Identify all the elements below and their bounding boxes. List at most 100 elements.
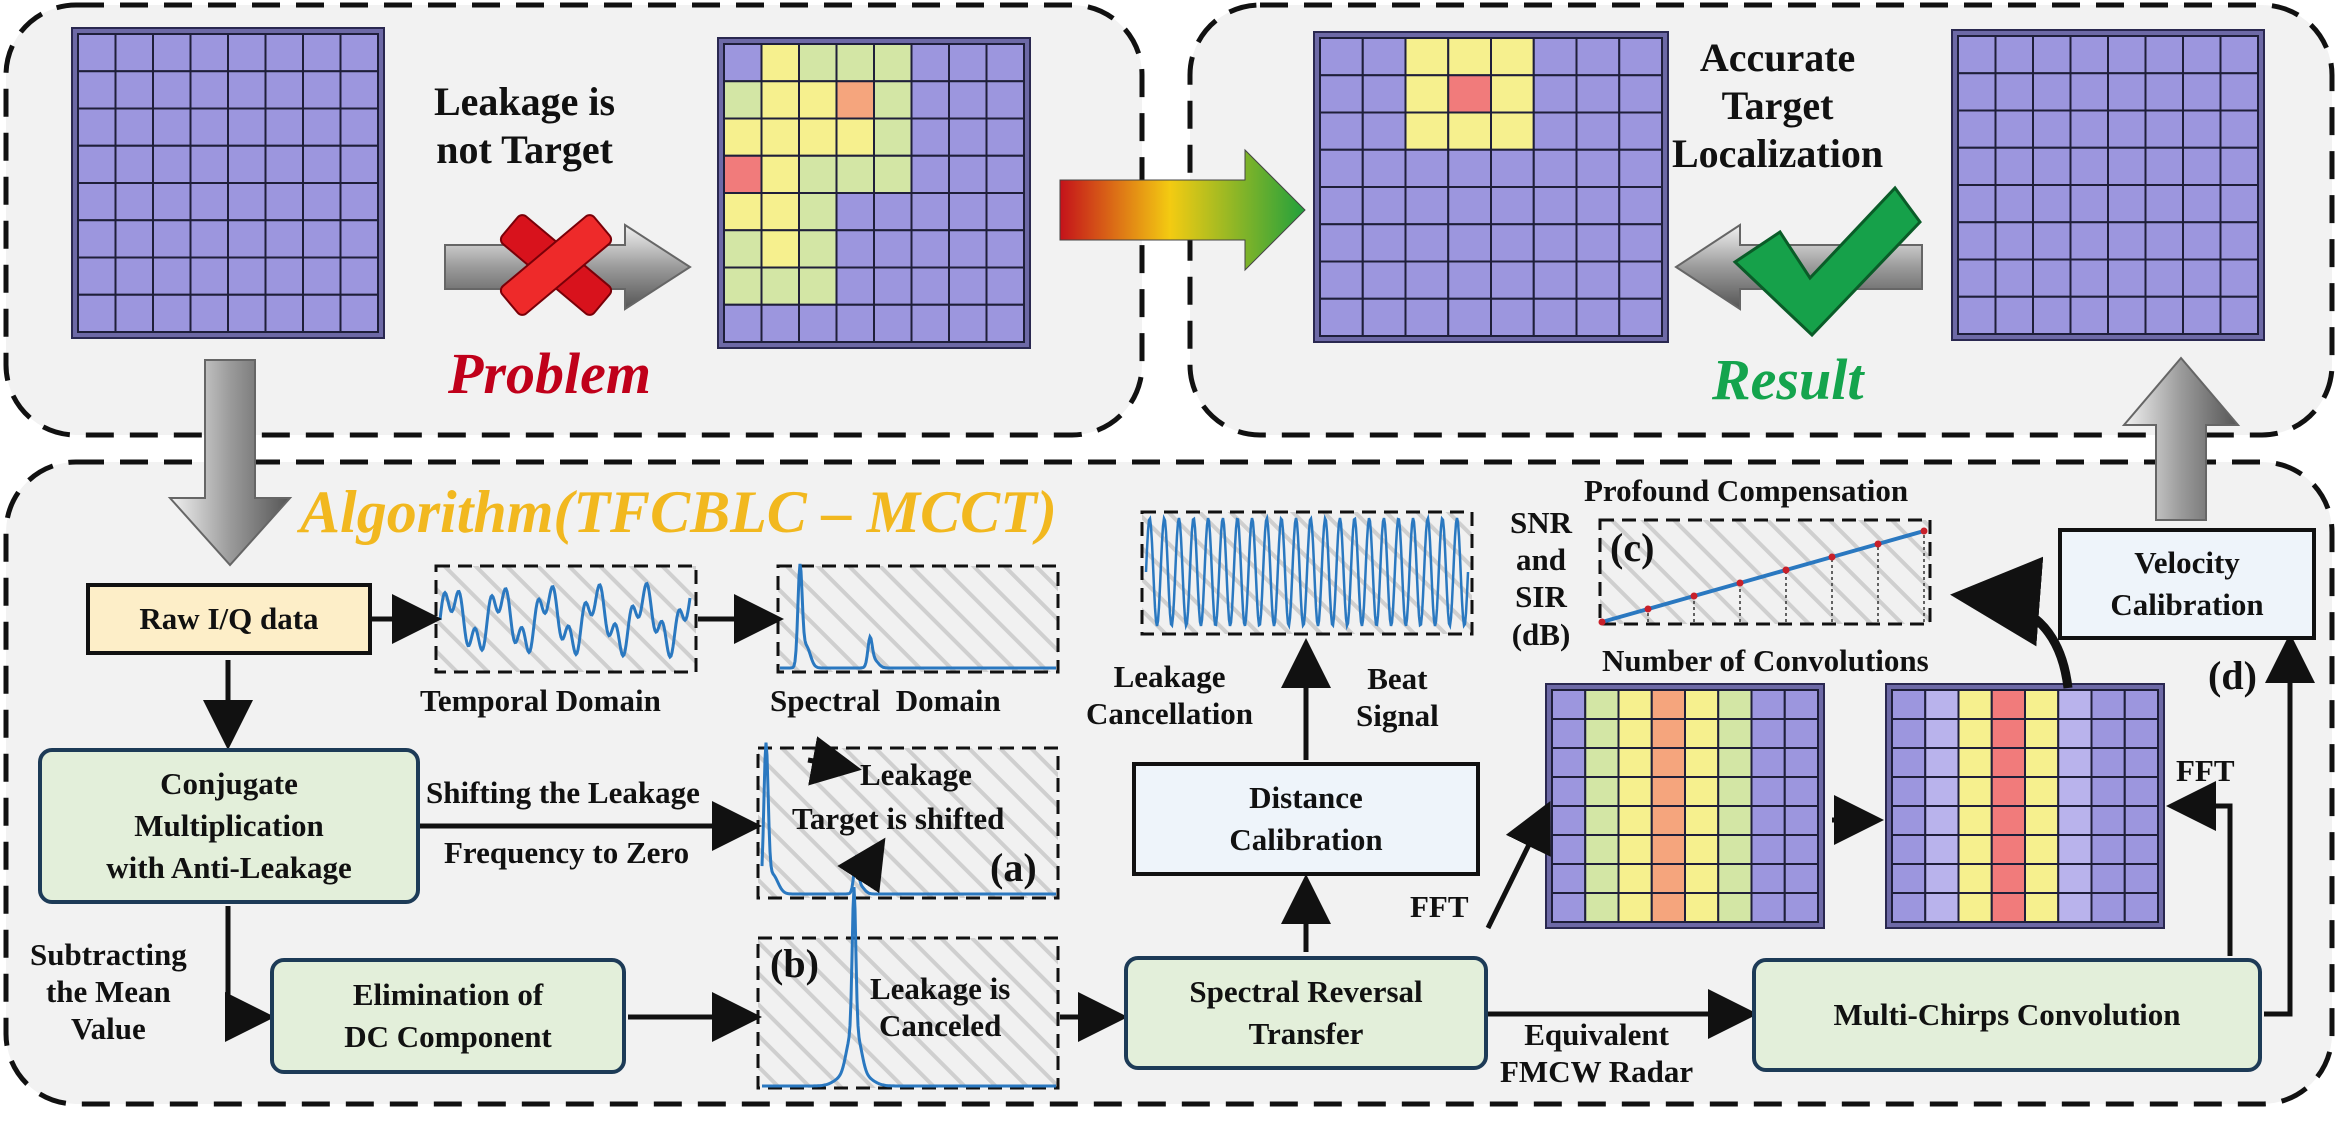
grid-cell <box>227 144 267 184</box>
grid-cell <box>2219 221 2259 261</box>
grid-cell <box>2107 258 2147 298</box>
grid-cell <box>1532 148 1578 188</box>
grid-cell <box>1990 863 2026 894</box>
grid-cell <box>873 266 913 306</box>
grid-cell <box>985 229 1025 269</box>
grid-cell <box>1750 689 1786 720</box>
grid-cell <box>1447 37 1492 77</box>
grid-cell <box>189 70 229 110</box>
grid-cell <box>2144 295 2184 335</box>
grid-cell <box>1447 297 1492 337</box>
grid-cell <box>1684 718 1720 749</box>
grid-cell <box>2024 892 2060 923</box>
grid-cell <box>1783 834 1819 865</box>
grid-cell <box>798 43 838 83</box>
check-icon <box>1732 185 1922 338</box>
shifting-leakage-label: Shifting the Leakage <box>426 775 700 810</box>
arrow-grid6-to-panel-c <box>1950 556 2073 689</box>
grid-cell <box>835 192 875 232</box>
grid-cell <box>835 266 875 306</box>
grid-cell <box>1490 186 1535 226</box>
grid-cell <box>339 33 379 73</box>
panel-b-plot <box>756 887 1060 1090</box>
grid-cell <box>264 182 304 222</box>
leakage-not-target-label: Leakage is not Target <box>434 79 616 172</box>
grid-cell <box>1551 834 1587 865</box>
elimination-dc-box: Elimination of DC Component <box>270 958 626 1074</box>
grid-cell <box>835 229 875 269</box>
grid-cell <box>2057 747 2093 778</box>
temporal-signal-plot <box>434 564 698 674</box>
grid-cell <box>2024 689 2060 720</box>
grid-cell <box>760 266 800 306</box>
grid-cell <box>1490 260 1535 300</box>
grid-cell <box>2219 258 2259 298</box>
grid-cell <box>1891 747 1927 778</box>
grid-cell <box>2107 146 2147 186</box>
snr-sir-axis-label: SNR and SIR (dB) <box>1510 505 1573 652</box>
grid-cell <box>1584 718 1620 749</box>
grid-cell <box>1447 74 1492 114</box>
grid-cell <box>227 219 267 259</box>
accurate-localization-label: Accurate Target Localization <box>1672 35 1884 176</box>
convolution-grid-before <box>1545 683 1825 929</box>
grid-cell <box>1924 718 1960 749</box>
grid-cell <box>1891 863 1927 894</box>
gray-arrow-down <box>167 359 293 567</box>
grid-cell <box>1319 74 1364 114</box>
grid-cell <box>1684 747 1720 778</box>
range-doppler-grid-result <box>1313 31 1669 343</box>
grid-cell <box>152 182 192 222</box>
grid-cell <box>2069 146 2109 186</box>
grid-cell <box>1404 260 1450 300</box>
grid-cell <box>1490 148 1535 188</box>
grid-cell <box>339 182 379 222</box>
grid-cell <box>1404 37 1450 77</box>
grid-cell <box>1584 689 1620 720</box>
grid-cell <box>1957 35 1997 75</box>
grid-cell <box>114 293 154 333</box>
grid-cell <box>2069 258 2109 298</box>
grid-cell <box>2219 35 2259 75</box>
grid-cell <box>2182 146 2222 186</box>
grid-cell <box>1490 223 1535 263</box>
grid-cell <box>189 33 229 73</box>
grid-cell <box>2144 221 2184 261</box>
grid-cell <box>339 144 379 184</box>
grid-cell <box>985 192 1025 232</box>
grid-cell <box>114 182 154 222</box>
spectral-reversal-box: Spectral Reversal Transfer <box>1124 956 1488 1070</box>
grid-cell <box>2090 747 2126 778</box>
convolution-grid-after <box>1885 683 2165 929</box>
grid-cell <box>1447 148 1492 188</box>
beat-signal-label: Beat Signal <box>1356 661 1439 734</box>
grid-cell <box>2032 221 2072 261</box>
grid-cell <box>77 219 117 259</box>
grid-cell <box>910 117 950 157</box>
grid-cell <box>910 80 950 120</box>
grid-cell <box>114 70 154 110</box>
grid-cell <box>2182 221 2222 261</box>
grid-cell <box>1684 805 1720 836</box>
panel-c-tag: (c) <box>1610 525 1655 570</box>
grid-cell <box>2090 863 2126 894</box>
multi-chirps-convolution-box: Multi-Chirps Convolution <box>1752 958 2262 1072</box>
grid-cell <box>873 80 913 120</box>
grid-cell <box>2144 184 2184 224</box>
grid-cell <box>1551 863 1587 894</box>
arrow-panel-a-target <box>837 837 886 894</box>
grid-cell <box>1957 72 1997 112</box>
grid-cell <box>1717 776 1753 807</box>
grid-cell <box>1584 747 1620 778</box>
raw-iq-box: Raw I/Q data <box>86 583 372 655</box>
red-cross-icon <box>499 214 613 316</box>
grid-cell <box>1783 776 1819 807</box>
grid-cell <box>1319 186 1364 226</box>
grid-cell <box>1684 776 1720 807</box>
grid-cell <box>2123 863 2159 894</box>
grid-cell <box>1990 776 2026 807</box>
grid-cell <box>1924 805 1960 836</box>
grid-cell <box>227 293 267 333</box>
grid-cell <box>1551 892 1587 923</box>
grid-cell <box>1924 776 1960 807</box>
